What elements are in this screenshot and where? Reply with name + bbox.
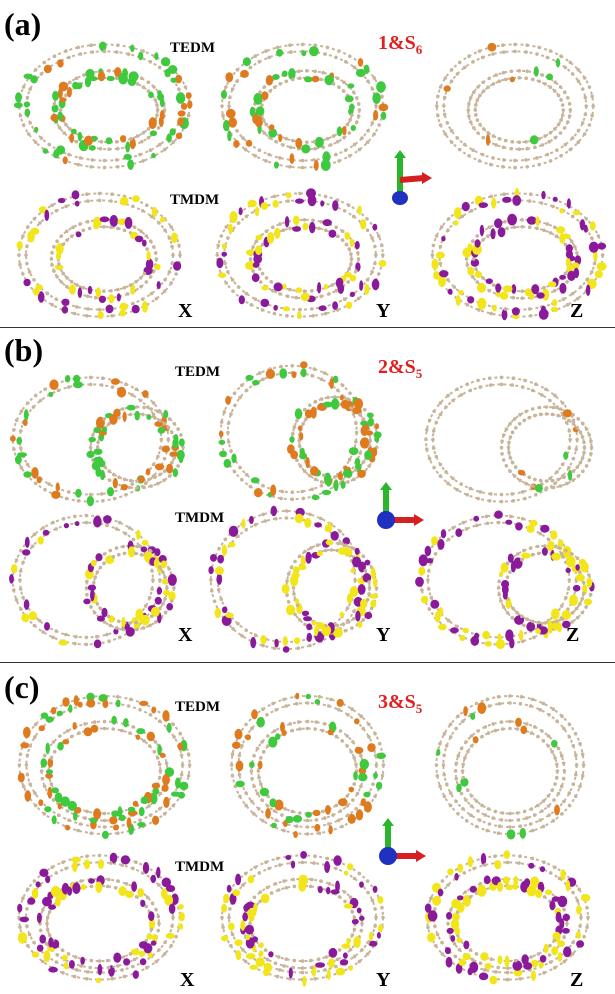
- axis-triad-icon: [392, 150, 432, 205]
- tedm-orbital-rendering: [220, 42, 389, 171]
- panel-divider: [0, 662, 615, 663]
- tmdm-orbital-rendering: [415, 510, 595, 650]
- axis-label-z: Z: [570, 300, 584, 322]
- axis-label-y: Y: [376, 300, 391, 322]
- tedm-orbital-rendering: [434, 694, 586, 840]
- compound-title: 2&S5: [378, 356, 422, 382]
- panel-label: (c): [4, 669, 40, 705]
- compound-subscript: 5: [415, 366, 423, 381]
- tedm-label: TEDM: [175, 364, 220, 380]
- tedm-orbital-rendering: [13, 41, 193, 170]
- axis-label-y: Y: [376, 969, 391, 991]
- tedm-label: TEDM: [170, 40, 215, 56]
- axis-label-y: Y: [376, 624, 391, 646]
- tedm-orbital-rendering: [229, 692, 386, 838]
- compound-prefix: 1&S: [378, 32, 416, 54]
- tmdm-orbital-rendering: [220, 851, 385, 987]
- tmdm-orbital-rendering: [215, 188, 387, 320]
- axis-label-x: X: [178, 300, 193, 322]
- panel-label: (a): [4, 6, 42, 42]
- axis-triad-icon: [379, 818, 426, 865]
- tmdm-label: TMDM: [175, 510, 225, 526]
- tedm-orbital-rendering: [10, 374, 185, 507]
- panel-c: (c) TEDM 3&S5 TMDM X Y Z: [0, 663, 615, 994]
- tmdm-orbital-rendering: [9, 513, 177, 649]
- compound-title: 1&S6: [378, 32, 422, 58]
- tmdm-orbital-rendering: [430, 187, 607, 321]
- panel-divider: [0, 327, 615, 328]
- tmdm-orbital-rendering: [17, 852, 185, 984]
- axis-label-x: X: [180, 969, 195, 991]
- compound-subscript: 5: [415, 701, 423, 716]
- panel-a: (a) TEDM 1&S6 TMDM X Y Z: [0, 0, 615, 326]
- axis-label-z: Z: [570, 969, 584, 991]
- axis-label-z: Z: [566, 624, 580, 646]
- tmdm-orbital-rendering: [424, 850, 591, 985]
- tmdm-label: TMDM: [175, 859, 225, 875]
- compound-subscript: 6: [415, 42, 423, 57]
- tedm-orbital-rendering: [218, 361, 382, 501]
- tedm-label: TEDM: [175, 699, 220, 715]
- compound-prefix: 3&S: [378, 691, 416, 713]
- axis-triad-icon: [377, 482, 424, 529]
- tedm-orbital-rendering: [17, 692, 192, 839]
- axis-label-x: X: [178, 624, 193, 646]
- panel-label: (b): [4, 332, 44, 368]
- tedm-orbital-rendering: [435, 42, 595, 170]
- tmdm-label: TMDM: [170, 192, 220, 208]
- compound-prefix: 2&S: [378, 356, 416, 378]
- tedm-orbital-rendering: [424, 375, 594, 504]
- tmdm-orbital-rendering: [208, 505, 379, 653]
- tmdm-orbital-rendering: [16, 190, 182, 320]
- compound-title: 3&S5: [378, 691, 422, 717]
- panel-b: (b) TEDM 2&S5 TMDM X Y Z: [0, 328, 615, 662]
